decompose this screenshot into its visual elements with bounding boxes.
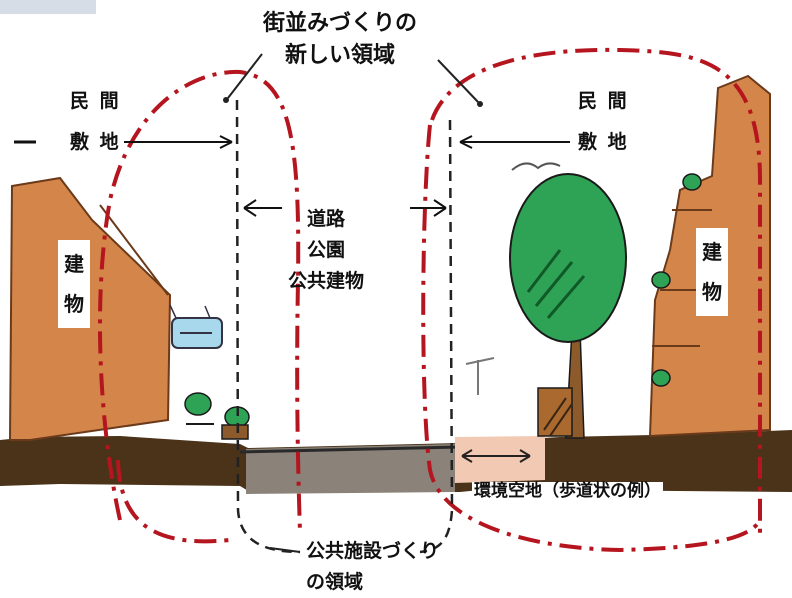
road-edge xyxy=(239,445,461,454)
building-right-char2: 物 xyxy=(702,280,722,304)
building-left-label: 建 物 xyxy=(58,240,90,328)
public-facility-line2: の領域 xyxy=(306,571,364,593)
bird xyxy=(511,162,561,171)
outline-public-facility xyxy=(235,99,454,554)
right-plants xyxy=(651,173,702,387)
public-area-label: 道路 公園 公共建物 xyxy=(288,204,364,297)
new-streetscape-area-label: 街並みづくりの 新しい領域 xyxy=(263,8,417,72)
private-land-left-line2: 敷 地 xyxy=(70,131,121,153)
building-right-char1: 建 xyxy=(702,240,722,264)
public-park-label: 公園 xyxy=(307,239,346,261)
left-roof-line xyxy=(99,204,169,296)
public-building-label: 公共建物 xyxy=(288,270,365,292)
leader-left xyxy=(227,53,263,99)
outline-left-red xyxy=(97,69,302,533)
sidewalk-open-space xyxy=(455,436,545,483)
corner-patch xyxy=(0,0,96,14)
outline-left-red-lower xyxy=(116,459,231,544)
private-land-right-line1: 民 間 xyxy=(578,90,629,112)
open-space-label: 環境空地（歩道状の例） xyxy=(472,481,663,501)
arrow-bottom-label xyxy=(269,547,301,553)
tree xyxy=(509,173,627,439)
private-land-left-line1: 民 間 xyxy=(70,90,121,112)
left-building xyxy=(8,176,172,441)
outline-right-red-lower xyxy=(421,124,762,553)
public-facility-area-label: 公共施設づくり の領域 xyxy=(306,536,439,598)
new-area-line2: 新しい領域 xyxy=(285,43,396,68)
outline-right-red xyxy=(430,47,762,540)
left-plants xyxy=(184,392,250,440)
sign-board xyxy=(169,304,223,349)
building-left-char1: 建 xyxy=(64,252,84,276)
public-facility-line1: 公共施設づくり xyxy=(306,540,440,562)
building-right-label: 建 物 xyxy=(696,228,728,316)
new-area-line1: 街並みづくりの xyxy=(263,11,418,36)
private-land-right-line2: 敷 地 xyxy=(578,131,629,153)
building-left-char2: 物 xyxy=(64,292,84,316)
leader-right xyxy=(437,59,479,103)
sign-post xyxy=(465,357,495,395)
public-road-label: 道路 xyxy=(307,208,346,230)
